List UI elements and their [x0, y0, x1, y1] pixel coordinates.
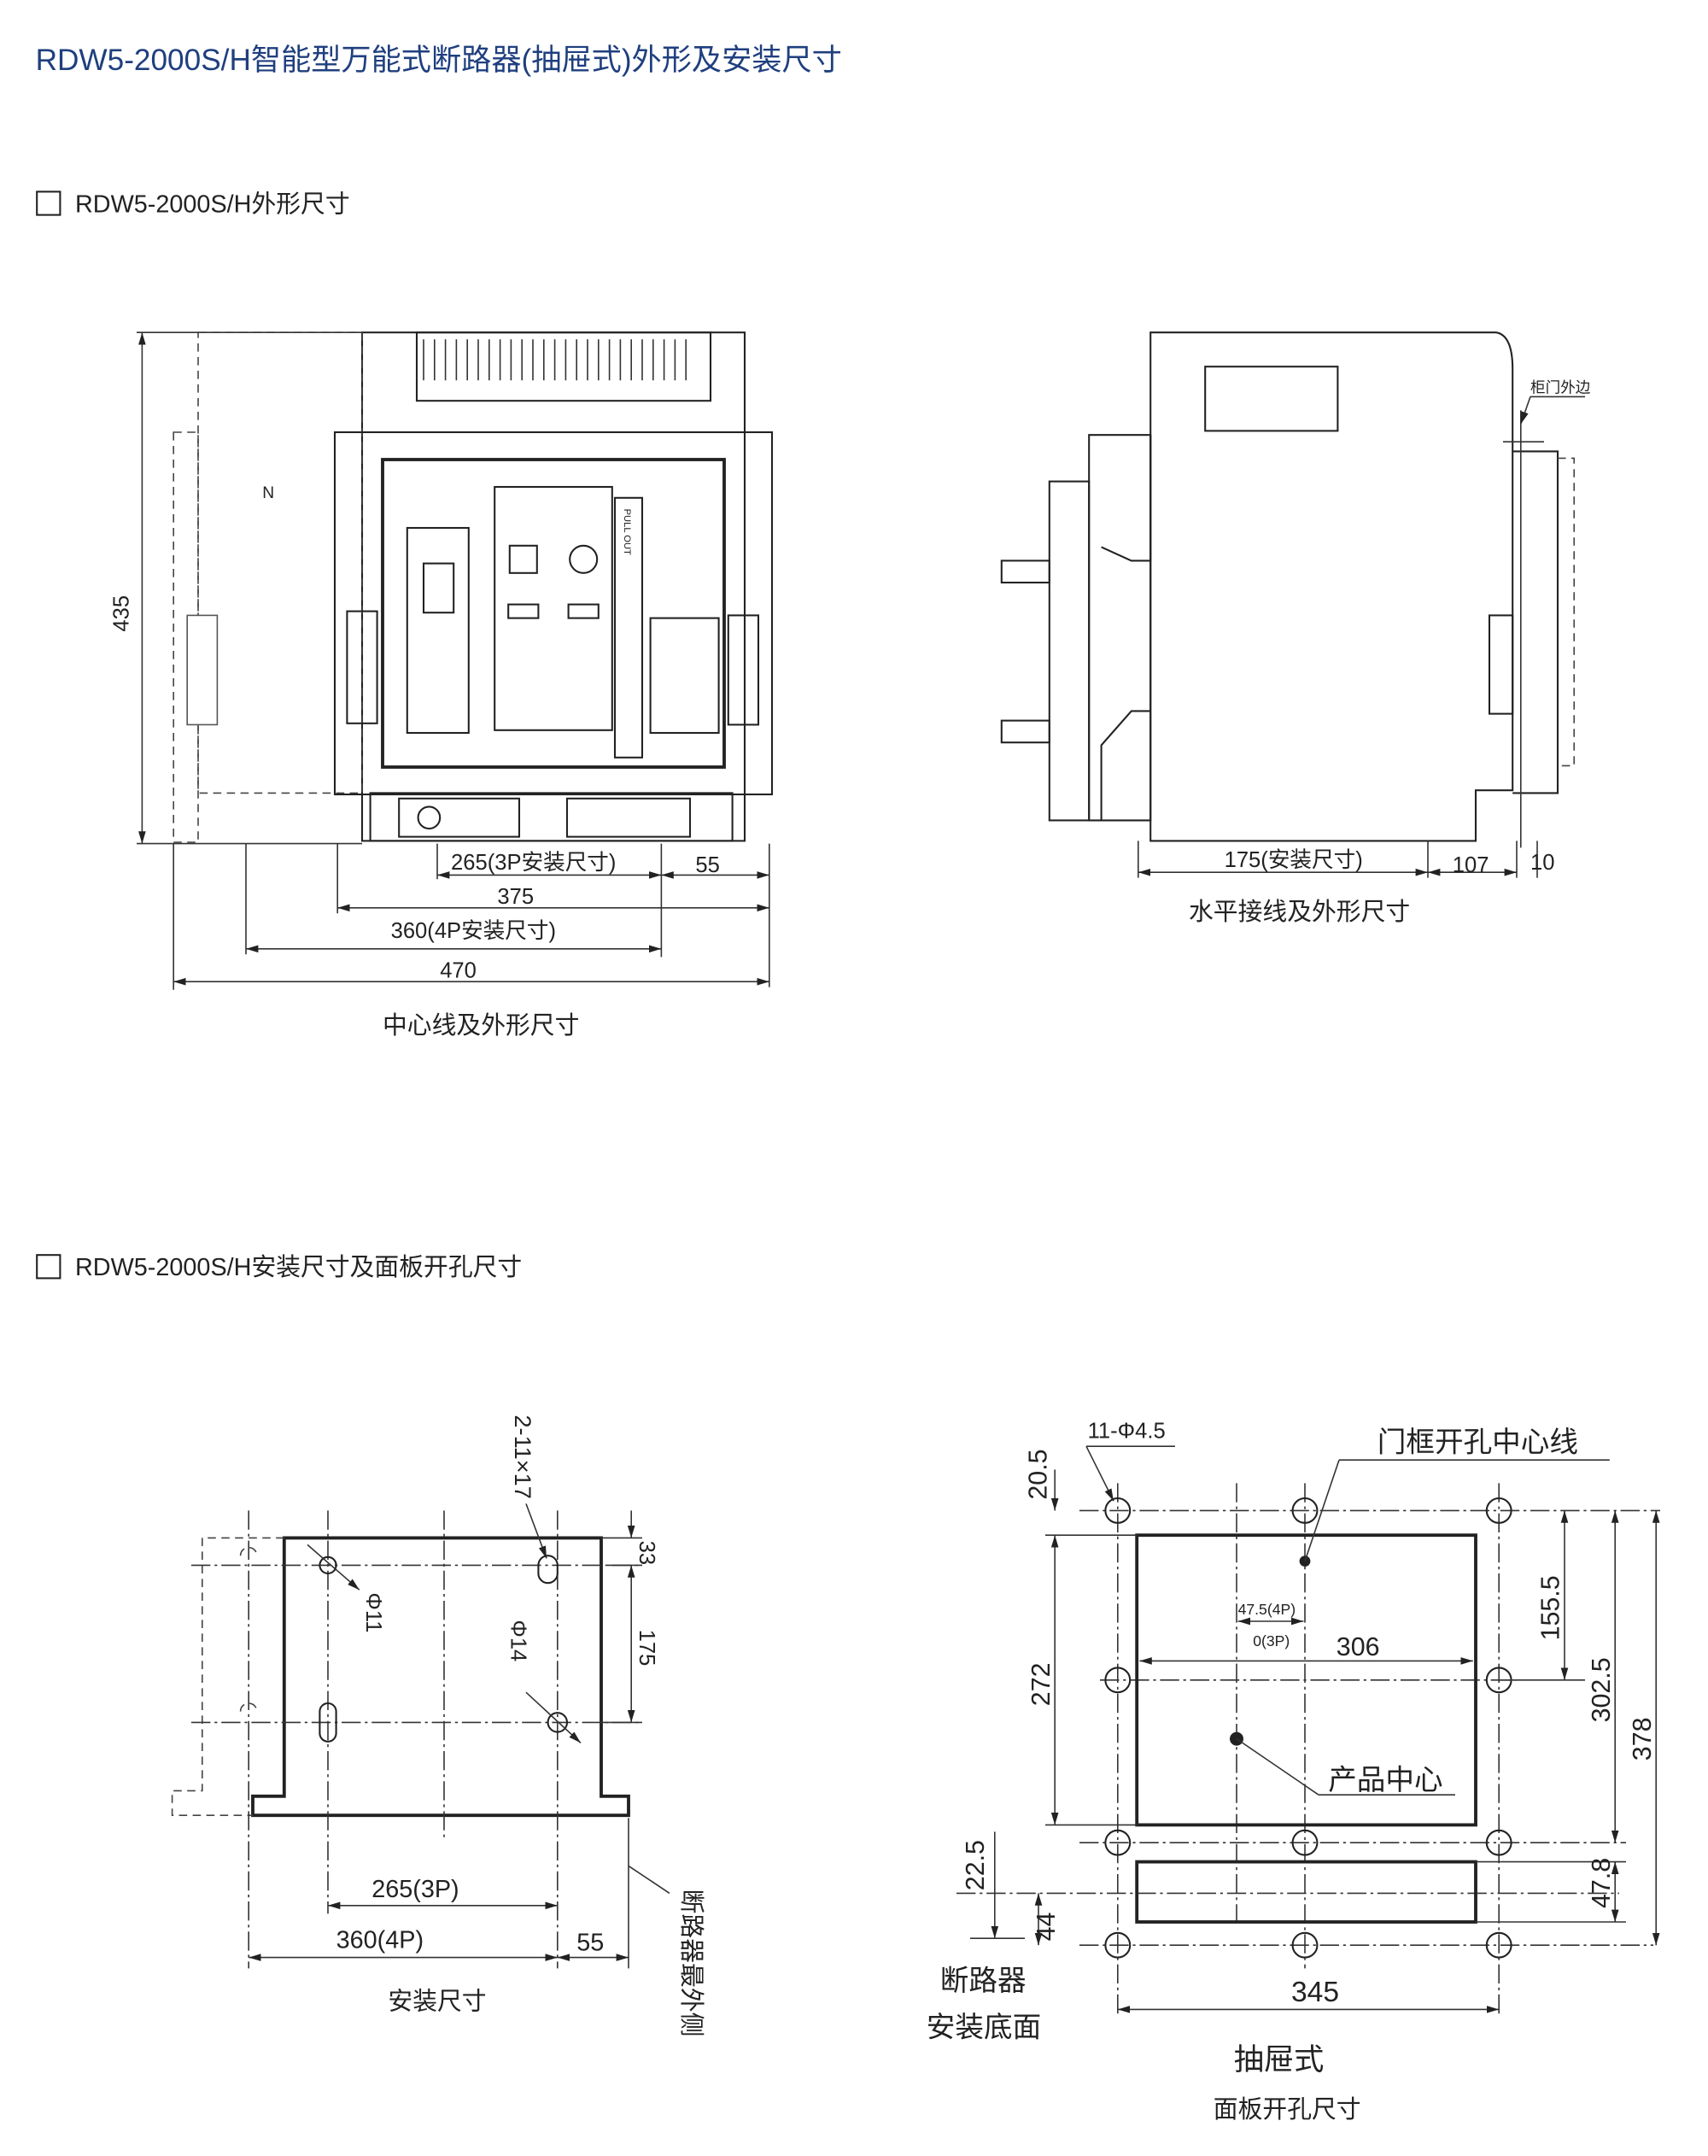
outer-edge-label: 断路器最外侧	[677, 1889, 705, 2037]
mounting-view-dimensions: 2-11×17 Φ11 Φ14 33 175 265(3P) 360(4P) 5…	[249, 1415, 705, 2036]
dimension-label: 107	[1453, 853, 1489, 877]
section-checkbox-icon	[36, 190, 61, 216]
pull-out-label: PULL OUT	[622, 509, 632, 555]
holes-label: 11-Φ4.5	[1088, 1420, 1166, 1444]
front-view-drawing: PULL OUT N	[173, 331, 774, 843]
dimension-label: 360(4P安装尺寸)	[391, 918, 556, 943]
dimension-label: 265(3P安装尺寸)	[451, 850, 616, 875]
dimension-label: 435	[109, 595, 133, 632]
dimension-label: 33	[635, 1541, 658, 1565]
dimension-label: 47.5(4P)	[1238, 1601, 1296, 1618]
dimension-label: 安装底面	[927, 2011, 1041, 2043]
dimension-label: 44	[1032, 1912, 1061, 1941]
dimension-label: 175(安装尺寸)	[1225, 847, 1363, 872]
dimension-label: 360(4P)	[336, 1926, 424, 1954]
product-center-label: 产品中心	[1328, 1764, 1442, 1796]
dimension-label: 155.5	[1536, 1575, 1565, 1640]
dimension-label: 10	[1530, 851, 1554, 875]
panel-cutout-dimensions: 11-Φ4.5 门框开孔中心线 产品中心 20.5 272 22.5 44 断路…	[927, 1420, 1660, 2043]
dimension-label: 306	[1337, 1632, 1380, 1661]
door-edge-label: 柜门外边	[1530, 379, 1591, 396]
section-heading-outline: RDW5-2000S/H外形尺寸	[75, 190, 350, 218]
side-view-dimensions: 柜门外边 175(安装尺寸) 107 10	[1138, 379, 1591, 878]
dimension-label: 20.5	[1024, 1449, 1053, 1499]
dimension-label: 272	[1027, 1662, 1056, 1706]
dimension-label: 375	[497, 885, 534, 909]
dimension-label: 302.5	[1587, 1657, 1616, 1722]
mounting-view-drawing	[171, 1510, 642, 1969]
dimension-label: 175	[635, 1630, 658, 1667]
door-center-label: 门框开孔中心线	[1378, 1427, 1578, 1459]
dimension-label: 断路器	[940, 1965, 1027, 1997]
panel-view-caption: 面板开孔尺寸	[1214, 2096, 1361, 2124]
dimension-label: 378	[1628, 1717, 1657, 1761]
dimension-label: Φ11	[361, 1592, 385, 1632]
dimension-label: 265(3P)	[371, 1876, 459, 1903]
dimension-label: 345	[1291, 1977, 1339, 2008]
dimension-label: 55	[576, 1930, 604, 1957]
section-heading-mounting: RDW5-2000S/H安装尺寸及面板开孔尺寸	[75, 1254, 522, 1281]
panel-cutout-drawing	[956, 1483, 1660, 2017]
n-pole-label: N	[262, 484, 274, 502]
side-view-drawing	[1000, 331, 1575, 848]
dimension-label: 55	[695, 853, 719, 877]
dimension-label: 22.5	[961, 1840, 990, 1890]
dimension-label: Φ14	[506, 1620, 529, 1661]
dimension-label: 2-11×17	[510, 1415, 536, 1499]
dimension-label: 470	[440, 958, 477, 982]
section-checkbox-icon	[36, 1254, 61, 1280]
side-view-caption: 水平接线及外形尺寸	[1189, 899, 1410, 926]
panel-view-title: 抽屉式	[1234, 2043, 1325, 2077]
mounting-view-caption: 安装尺寸	[388, 1988, 486, 2015]
dimension-label: 0(3P)	[1253, 1632, 1290, 1649]
front-view-dimensions: 435 265(3P安装尺寸) 55 375 360(4P安装尺寸) 470	[109, 331, 770, 990]
page-title: RDW5-2000S/H智能型万能式断路器(抽屉式)外形及安装尺寸	[36, 44, 842, 77]
front-view-caption: 中心线及外形尺寸	[383, 1012, 579, 1040]
dimension-label: 47.8	[1587, 1858, 1616, 1908]
